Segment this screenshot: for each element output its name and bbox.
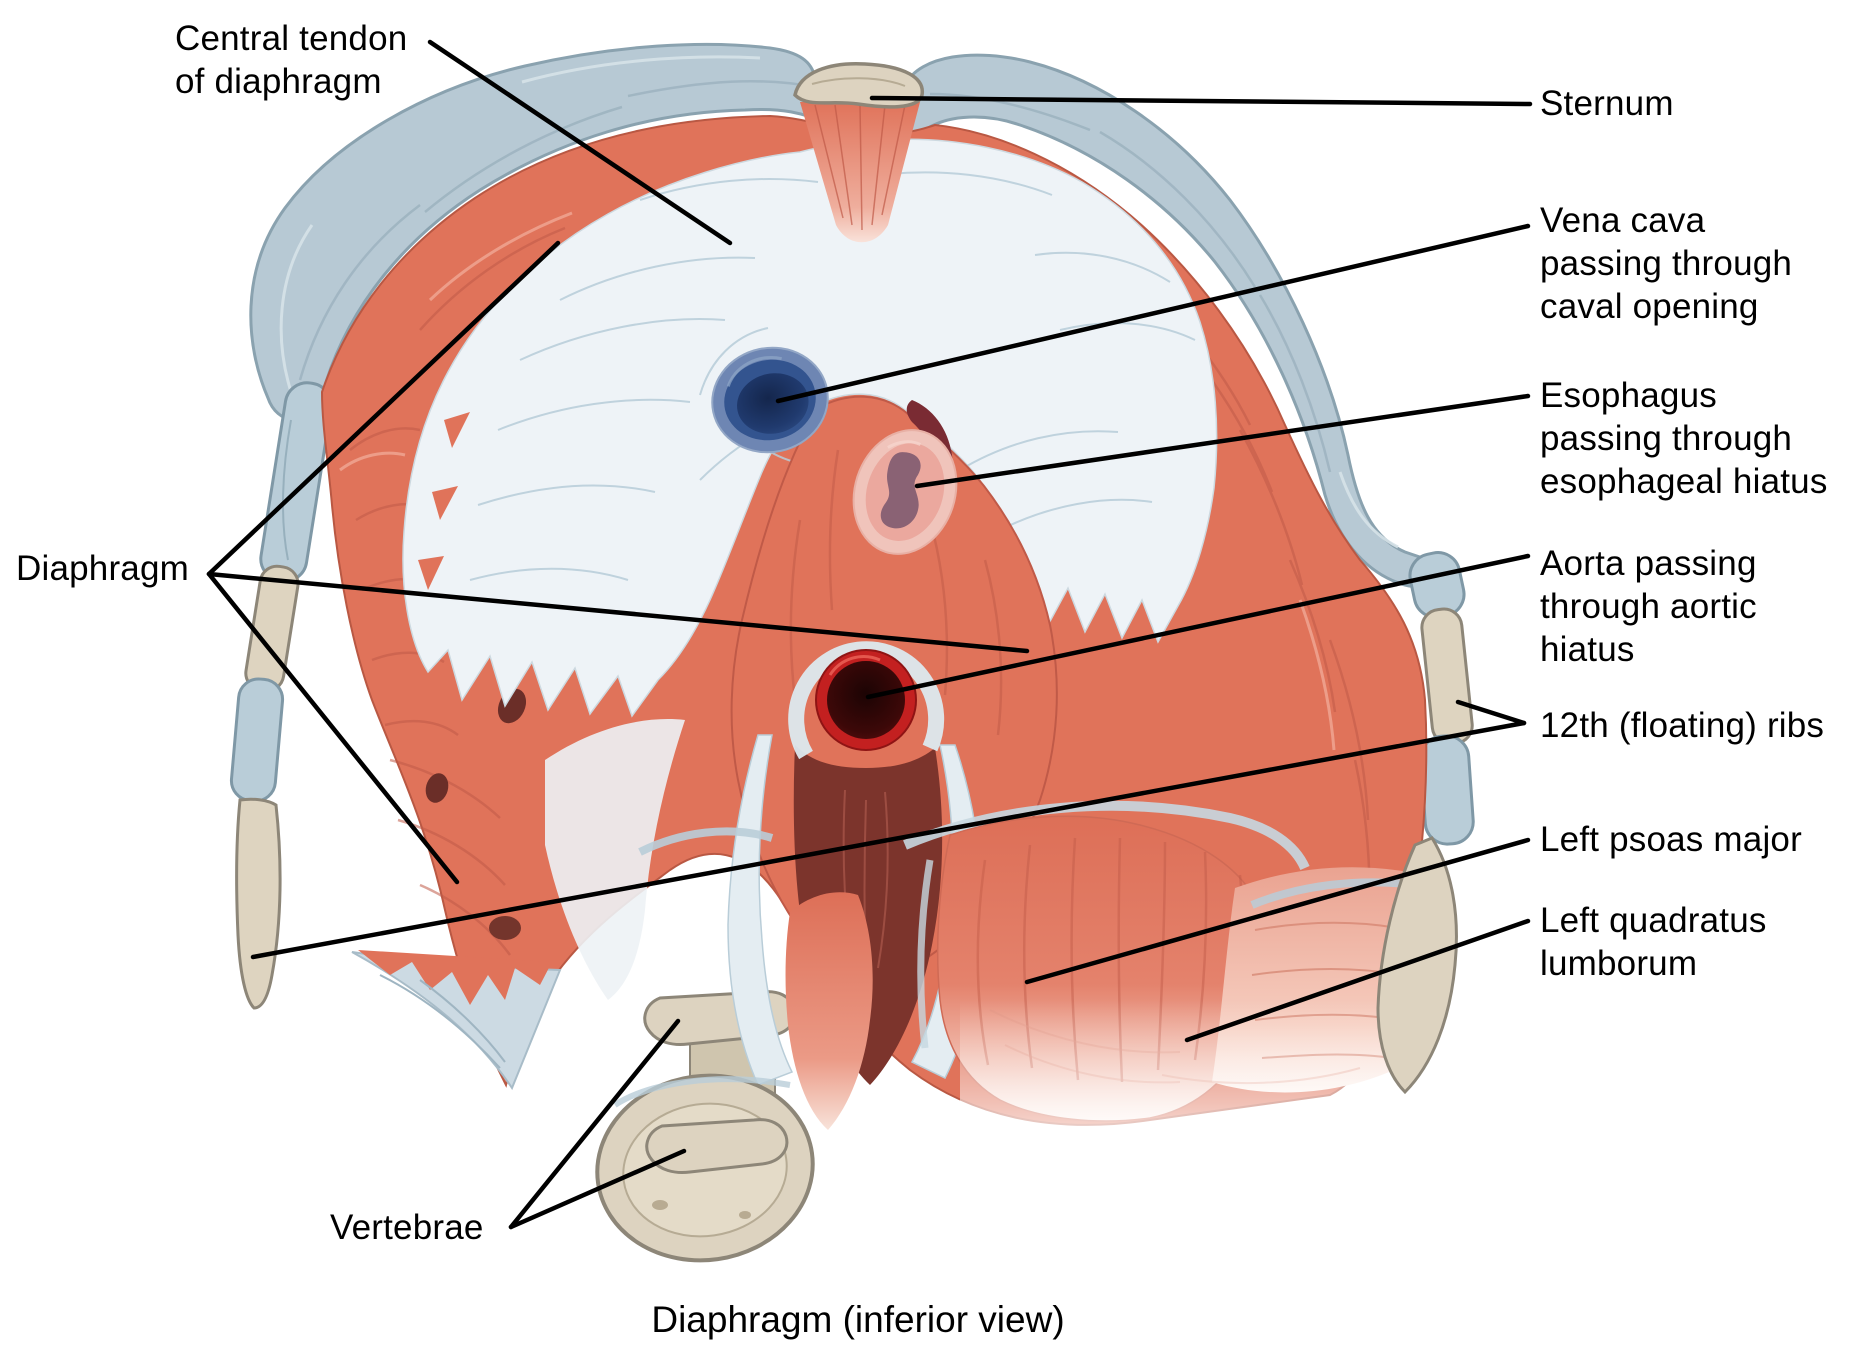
- left-12th-rib: [229, 381, 333, 1010]
- label-left-quadratus-lumborum: Left quadratus lumborum: [1540, 901, 1767, 983]
- transverse-process-lower: [645, 1118, 789, 1174]
- leader-diaphragm-lower: [206, 571, 460, 885]
- leader-psoas: [1024, 837, 1531, 985]
- label-diaphragm: Diaphragm: [16, 549, 189, 588]
- leader-aorta: [865, 553, 1531, 700]
- leader-ribs-left: [250, 720, 1527, 960]
- label-left-psoas-major: Left psoas major: [1540, 820, 1802, 859]
- leader-quadratus: [1184, 918, 1531, 1043]
- leader-vena-cava: [775, 223, 1531, 404]
- figure-caption: Diaphragm (inferior view): [651, 1299, 1065, 1340]
- right-12th-rib-lower: [1376, 836, 1458, 1095]
- left-arcuate-flap: [351, 950, 562, 1091]
- label-vena-cava: Vena cava passing through caval opening: [1540, 201, 1793, 326]
- sternal-fan: [800, 102, 920, 243]
- label-esophagus: Esophagus passing through esophageal hia…: [1540, 376, 1828, 501]
- label-sternum: Sternum: [1540, 84, 1674, 123]
- left-psoas-minor-column: [785, 892, 873, 1130]
- leader-diaphragm-upper: [206, 240, 561, 577]
- leader-sternum: [869, 95, 1533, 107]
- aortic-hiatus: [788, 641, 945, 760]
- muscle-highlights: [339, 211, 1336, 751]
- leader-central-tendon: [427, 39, 733, 246]
- esophageal-hiatus: [852, 429, 958, 555]
- left-fascia: [545, 719, 685, 1000]
- fascia-over-vertebra: [613, 1076, 791, 1108]
- label-floating-ribs: 12th (floating) ribs: [1540, 706, 1825, 745]
- leader-esophagus: [914, 393, 1531, 489]
- leader-vertebrae-upper: [508, 1018, 681, 1230]
- label-vertebrae: Vertebrae: [330, 1208, 484, 1247]
- label-aorta: Aorta passing through aortic hiatus: [1540, 544, 1757, 669]
- right-12th-rib-upper: [1408, 551, 1475, 846]
- leader-ribs-right: [1455, 699, 1527, 726]
- leader-vertebrae-lower: [508, 1148, 687, 1230]
- tendon-fibers: [469, 171, 1196, 581]
- leader-lines: [206, 39, 1533, 1230]
- tendon-edge-spikes: [418, 412, 470, 590]
- leader-diaphragm-middle: [206, 571, 1030, 654]
- label-central-tendon: Central tendon of diaphragm: [175, 19, 408, 101]
- tongue-striations: [789, 449, 1003, 736]
- rib-band-texture: [279, 55, 1399, 549]
